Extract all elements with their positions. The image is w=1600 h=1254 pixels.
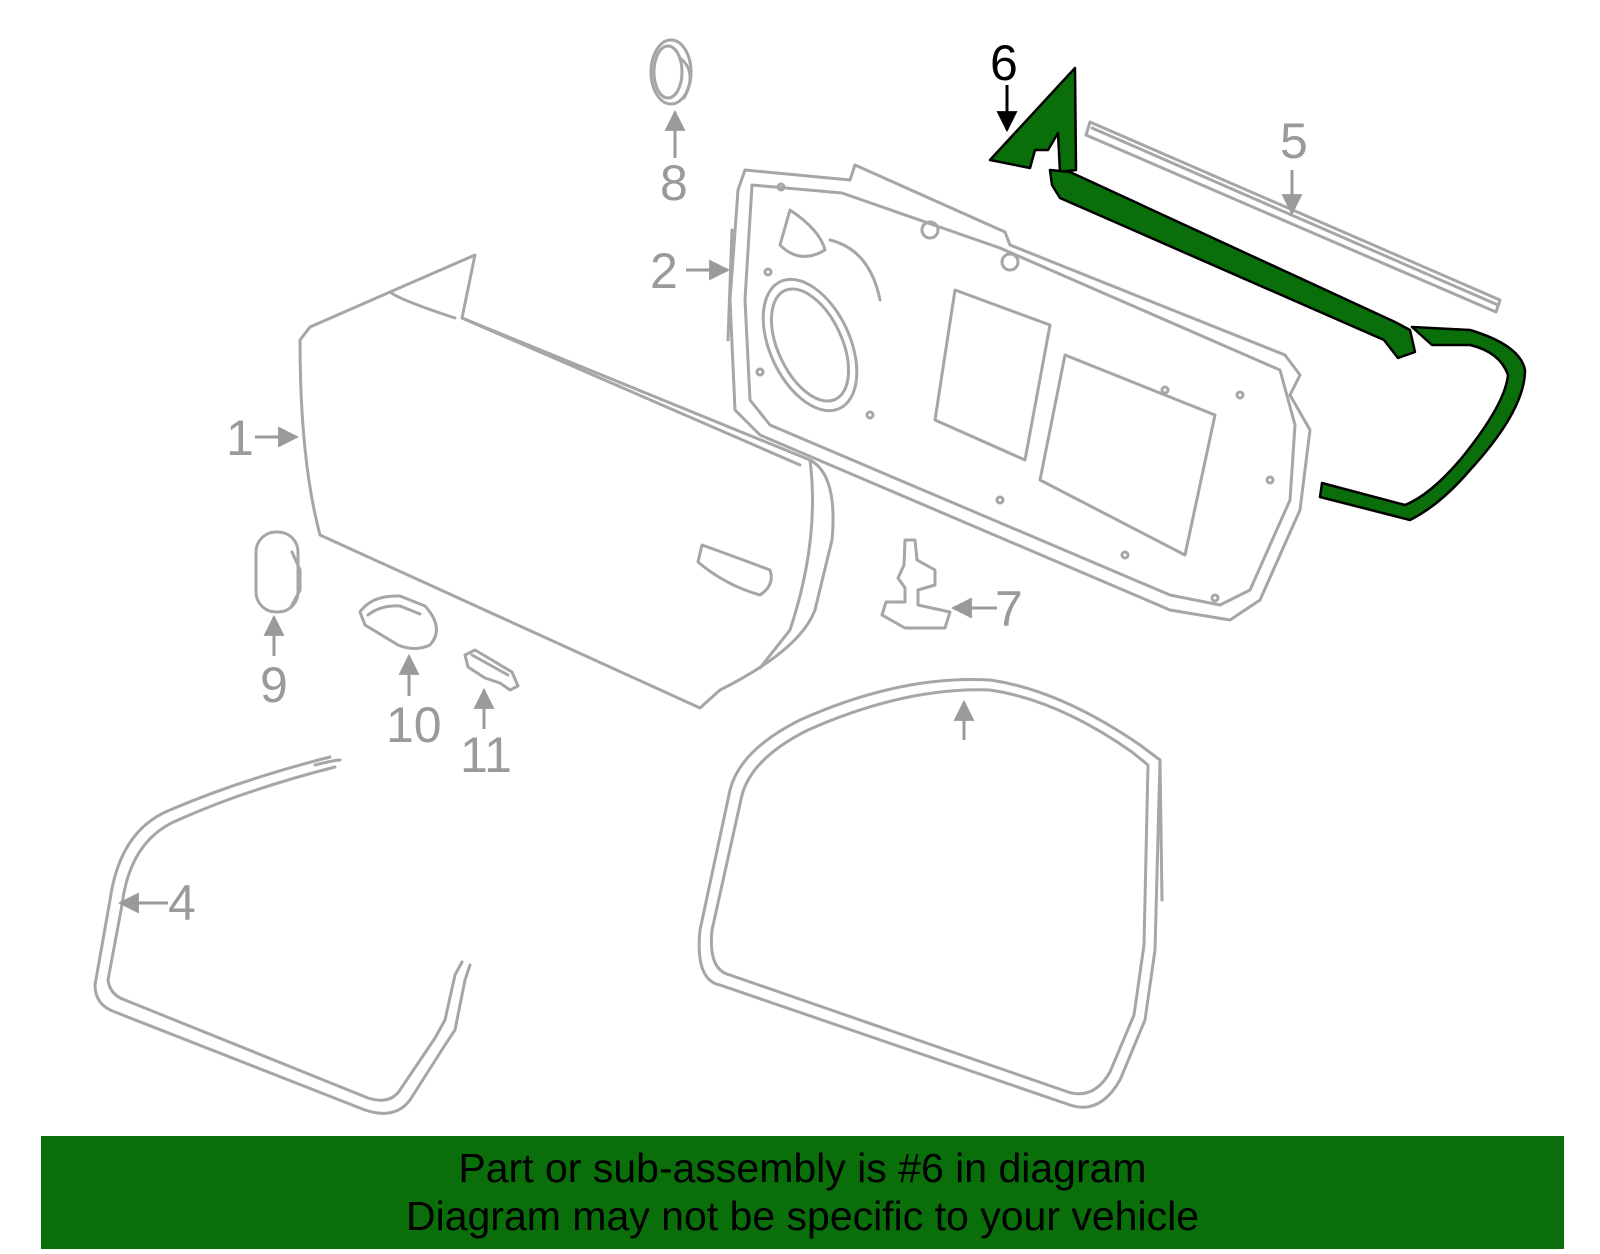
part-4-door-seal[interactable] <box>93 755 472 1115</box>
callout-6: 6 <box>990 35 1018 91</box>
callout-4: 4 <box>168 875 196 931</box>
callout-7: 7 <box>995 581 1023 637</box>
part-5-belt-molding[interactable] <box>1084 120 1502 314</box>
callout-2: 2 <box>650 243 678 299</box>
part-9-cap[interactable] <box>254 530 302 614</box>
part-10-pad[interactable] <box>358 594 438 650</box>
callout-1: 1 <box>226 410 254 466</box>
callout-8: 8 <box>660 155 688 211</box>
banner-line-2: Diagram may not be specific to your vehi… <box>405 1193 1199 1239</box>
callout-5: 5 <box>1280 113 1308 169</box>
body-opening-seal[interactable] <box>697 678 1164 1109</box>
callout-10: 10 <box>386 697 442 753</box>
part-7-pin[interactable] <box>880 538 952 630</box>
part-8-plug[interactable] <box>649 38 693 106</box>
callout-11: 11 <box>460 727 512 783</box>
part-6-weatherstrip-highlighted[interactable] <box>988 66 1527 522</box>
part-2-inner-panel[interactable] <box>726 163 1312 622</box>
banner-line-1: Part or sub-assembly is #6 in diagram <box>458 1145 1147 1191</box>
callout-9: 9 <box>260 657 288 713</box>
part-1-door-shell[interactable] <box>298 253 835 710</box>
part-11-clip[interactable] <box>463 648 520 692</box>
part-info-banner: Part or sub-assembly is #6 in diagram Di… <box>41 1136 1564 1249</box>
